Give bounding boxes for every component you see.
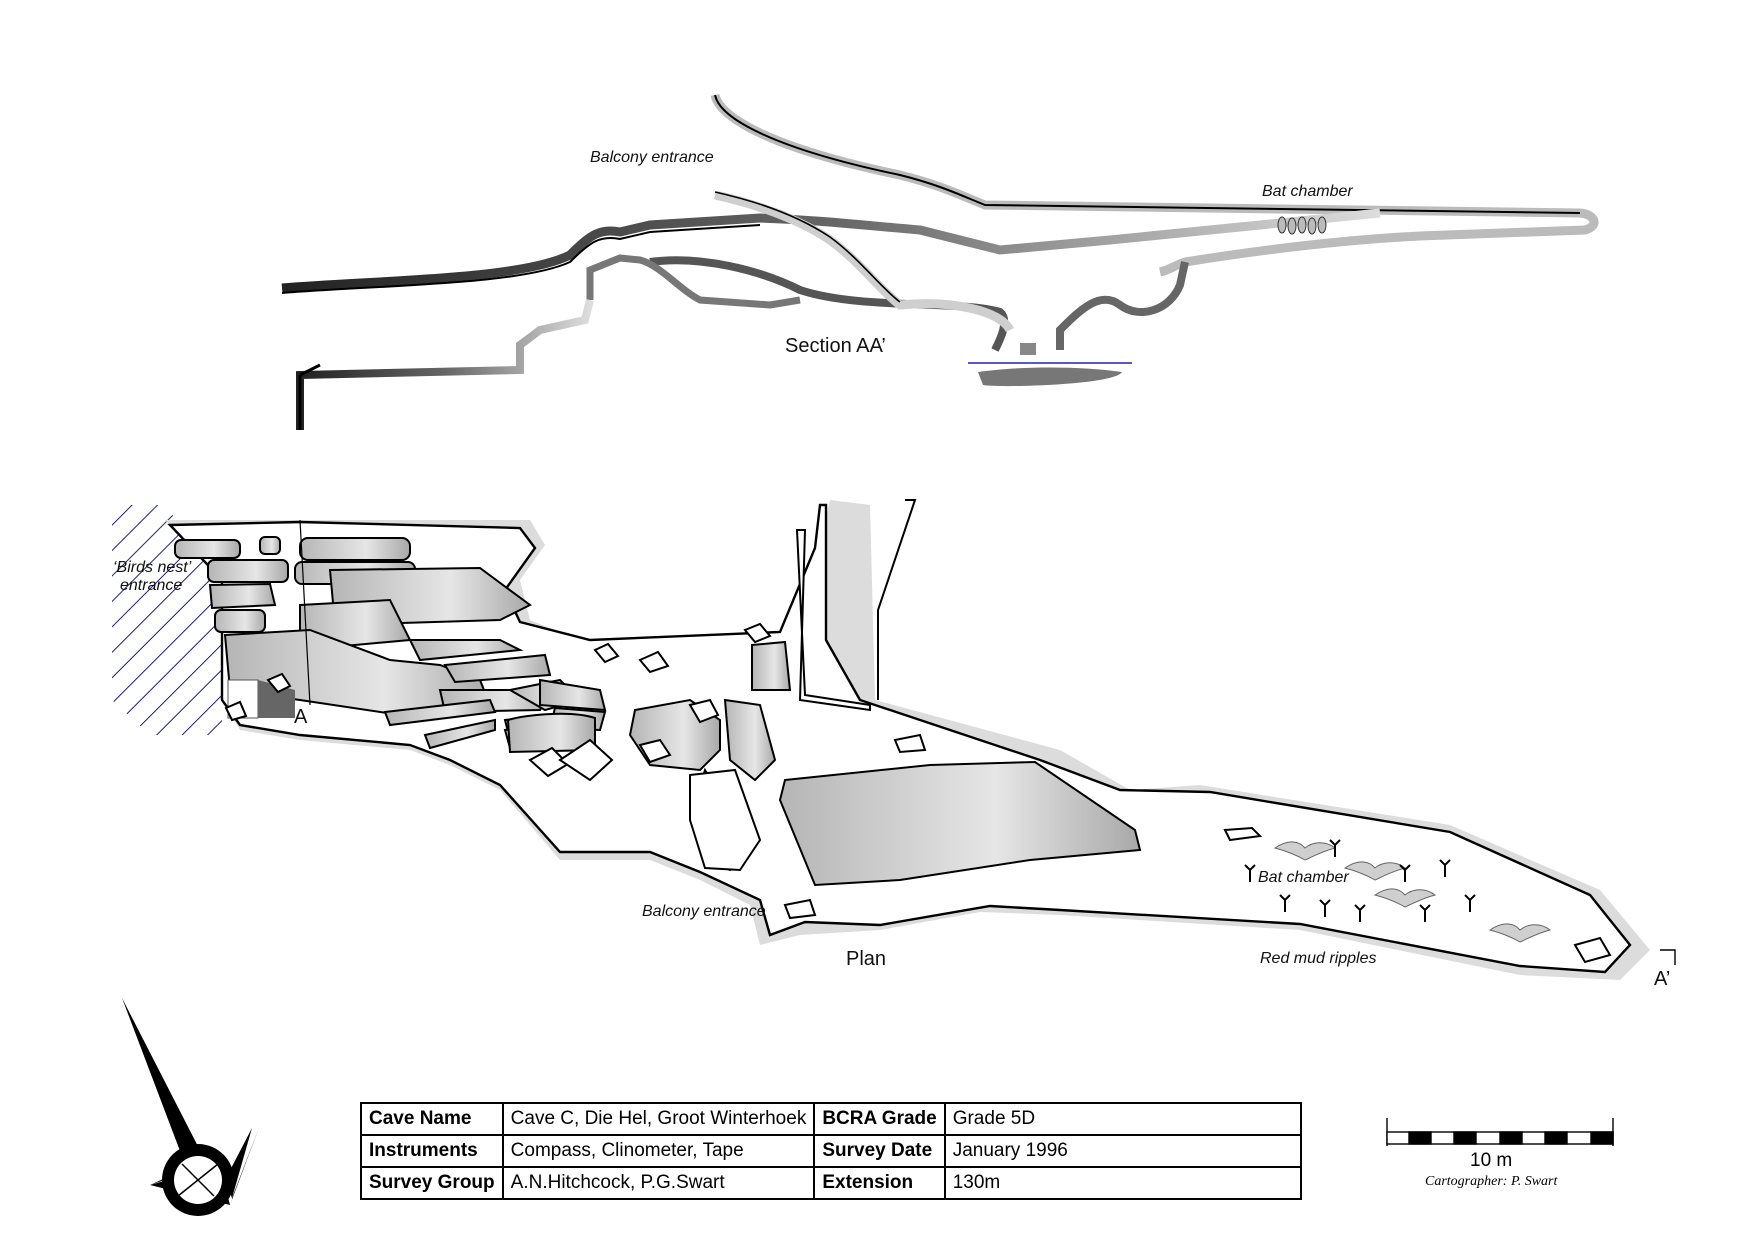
plan-drawing — [112, 499, 1676, 980]
extension-value: 130m — [943, 1166, 1302, 1200]
birds-nest-entrance-label-1: ‘Birds nest’ — [113, 559, 192, 576]
red-mud-ripples-label: Red mud ripples — [1260, 950, 1377, 967]
section-drawing — [281, 93, 1599, 430]
extension-label: Extension — [813, 1166, 946, 1200]
plan-title: Plan — [846, 948, 886, 970]
bat-cluster-icon — [1277, 216, 1327, 235]
birds-nest-entrance-label-2: entrance — [120, 577, 182, 594]
bat-icon — [1273, 841, 1552, 943]
instruments-label: Instruments — [360, 1134, 504, 1168]
survey-info-table: Cave Name Cave C, Die Hel, Groot Winterh… — [360, 1102, 1302, 1200]
stalagmite-icon — [1244, 839, 1476, 922]
survey-group-value: A.N.Hitchcock, P.G.Swart — [501, 1166, 816, 1200]
survey-date-value: January 1996 — [943, 1134, 1302, 1168]
cave-name-label: Cave Name — [360, 1102, 504, 1136]
north-arrow-icon — [122, 998, 260, 1216]
plan-balcony-entrance-label: Balcony entrance — [642, 903, 766, 920]
cave-name-value: Cave C, Die Hel, Groot Winterhoek — [501, 1102, 816, 1136]
marker-a-prime-label: A’ — [1654, 968, 1670, 990]
boulder-icon — [224, 622, 1612, 964]
section-title: Section AA’ — [785, 335, 886, 357]
cliff-hatch — [112, 505, 222, 735]
table-row: Cave Name Cave C, Die Hel, Groot Winterh… — [360, 1102, 1302, 1136]
table-row: Instruments Compass, Clinometer, Tape Su… — [360, 1134, 1302, 1168]
scale-bar — [1386, 1118, 1614, 1146]
instruments-value: Compass, Clinometer, Tape — [501, 1134, 816, 1168]
marker-a-label: A — [294, 706, 308, 728]
table-row: Survey Group A.N.Hitchcock, P.G.Swart Ex… — [360, 1166, 1302, 1200]
survey-date-label: Survey Date — [813, 1134, 946, 1168]
bcra-grade-value: Grade 5D — [943, 1102, 1302, 1136]
cartographer-credit: Cartographer: P. Swart — [1425, 1174, 1558, 1189]
survey-group-label: Survey Group — [360, 1166, 504, 1200]
scale-bar-label: 10 m — [1470, 1150, 1513, 1171]
section-bat-chamber-label: Bat chamber — [1262, 183, 1353, 200]
section-balcony-entrance-label: Balcony entrance — [590, 149, 714, 166]
bcra-grade-label: BCRA Grade — [813, 1102, 946, 1136]
plan-bat-chamber-label: Bat chamber — [1258, 869, 1349, 886]
